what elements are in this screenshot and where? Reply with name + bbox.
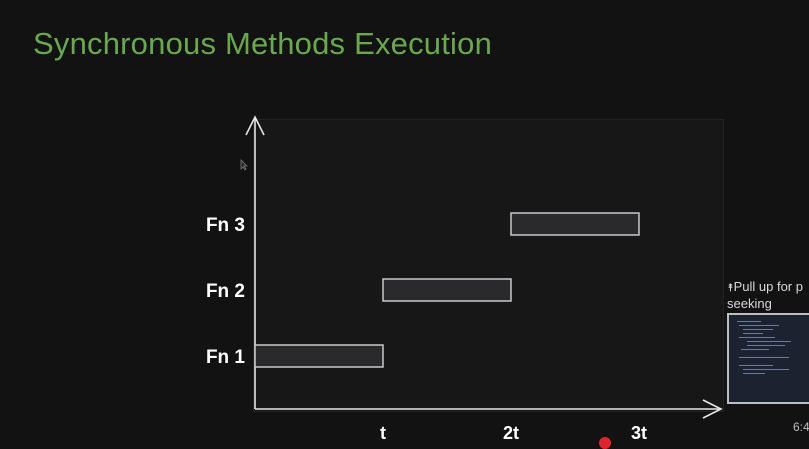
thumbnail-code-line <box>739 337 775 338</box>
thumbnail-code-line <box>743 369 789 370</box>
bar-fn-1 <box>254 344 384 368</box>
slide-title: Synchronous Methods Execution <box>33 26 493 61</box>
thumbnail-code-line <box>743 373 765 374</box>
thumbnail-code-line <box>747 341 791 342</box>
time-readout: 6:4 <box>793 420 809 434</box>
mouse-cursor-icon <box>240 159 248 171</box>
bar-fn-3 <box>510 212 640 236</box>
thumbnail-code-line <box>739 325 779 326</box>
chart-x-tick-labels: t 2t 3t <box>380 423 647 443</box>
x-axis-arrow-icon <box>702 399 723 419</box>
chart-axes <box>245 115 723 419</box>
y-axis-arrow-icon <box>245 115 265 136</box>
seek-preview-thumbnail[interactable] <box>727 313 809 404</box>
y-label-fn-3: Fn 3 <box>206 215 245 236</box>
thumbnail-code-line <box>741 349 769 350</box>
y-label-fn-1: Fn 1 <box>206 347 245 368</box>
x-tick-label-3t: 3t <box>631 423 647 443</box>
bar-fn-2 <box>382 278 512 302</box>
x-tick-label-t: t <box>380 423 386 443</box>
double-chevron-up-icon: ⯭ <box>727 282 734 294</box>
thumbnail-code-line <box>739 365 773 366</box>
x-tick-label-2t: 2t <box>503 423 519 443</box>
pull-up-for-seeking-label[interactable]: ⯭Pull up for p seeking <box>727 279 803 311</box>
y-label-fn-2: Fn 2 <box>206 281 245 302</box>
progress-scrubber-handle[interactable] <box>599 437 611 449</box>
chart-y-labels: Fn 1 Fn 2 Fn 3 <box>206 215 245 368</box>
thumbnail-code-line <box>743 329 773 330</box>
thumbnail-code-line <box>743 333 763 334</box>
chart-bars <box>254 212 640 368</box>
thumbnail-code-line <box>739 357 789 358</box>
thumbnail-code-line <box>737 321 761 322</box>
thumbnail-code-line <box>747 345 785 346</box>
